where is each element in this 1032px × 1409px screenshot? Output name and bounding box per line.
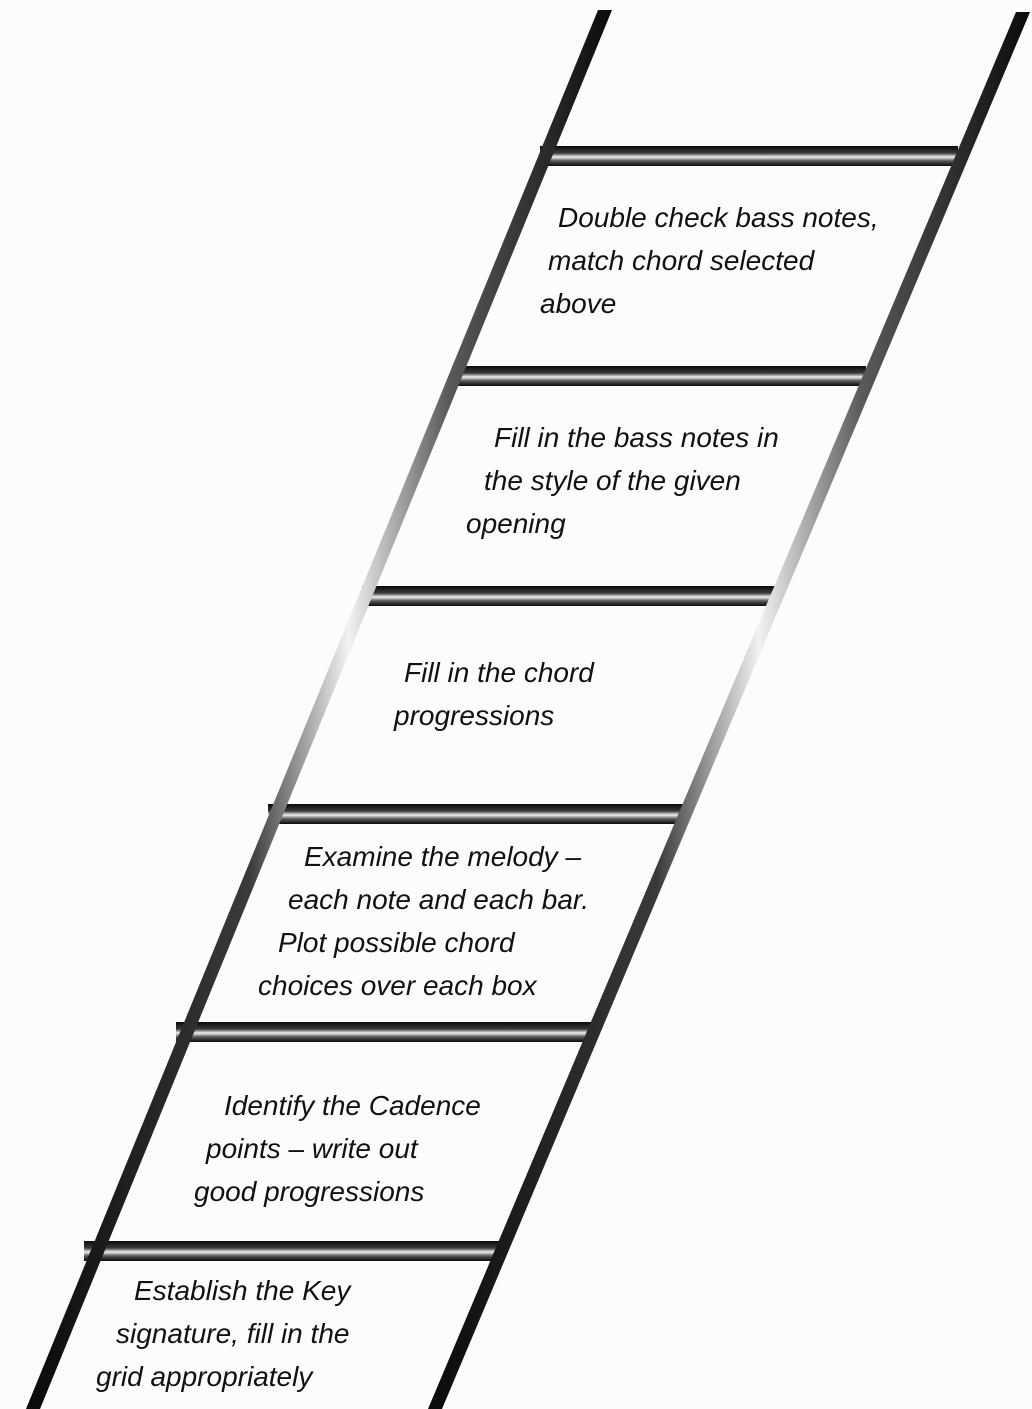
step-line: signature, fill in the — [116, 1318, 350, 1349]
step-line: Fill in the chord — [404, 657, 594, 688]
step-line: points – write out — [206, 1133, 418, 1164]
step-text-chord-progressions: Fill in the chord progressions — [394, 651, 594, 737]
step-line: grid appropriately — [96, 1361, 313, 1392]
ladder-rung — [84, 1241, 502, 1261]
step-text-fill-bass: Fill in the bass notes in the style of t… — [466, 416, 779, 545]
step-line: choices over each box — [258, 970, 537, 1001]
step-line: the style of the given — [484, 465, 741, 496]
ladder-left-rail — [26, 10, 612, 1409]
ladder-rung — [362, 586, 776, 606]
step-line: Fill in the bass notes in — [494, 422, 779, 453]
step-line: match chord selected — [548, 245, 815, 276]
step-line: Double check bass notes, — [558, 202, 879, 233]
ladder-rung — [452, 366, 866, 386]
step-line: Plot possible chord — [278, 927, 515, 958]
step-line: each note and each bar. — [288, 884, 589, 915]
ladder-right-rail — [428, 12, 1030, 1409]
step-text-key-signature: Establish the Key signature, fill in the… — [96, 1269, 350, 1398]
step-line: above — [540, 288, 617, 319]
step-line: Establish the Key — [134, 1275, 351, 1306]
step-line: good progressions — [194, 1176, 425, 1207]
step-line: Examine the melody – — [304, 841, 582, 872]
step-line: Identify the Cadence — [224, 1090, 481, 1121]
step-text-cadence-points: Identify the Cadence points – write out … — [194, 1084, 481, 1213]
step-text-examine-melody: Examine the melody – each note and each … — [258, 835, 589, 1007]
ladder-rung — [176, 1022, 594, 1042]
step-text-bass-check: Double check bass notes, match chord sel… — [540, 196, 879, 325]
ladder-rung — [268, 804, 686, 824]
step-line: progressions — [394, 700, 555, 731]
step-line: opening — [466, 508, 566, 539]
ladder-rung — [540, 146, 958, 166]
